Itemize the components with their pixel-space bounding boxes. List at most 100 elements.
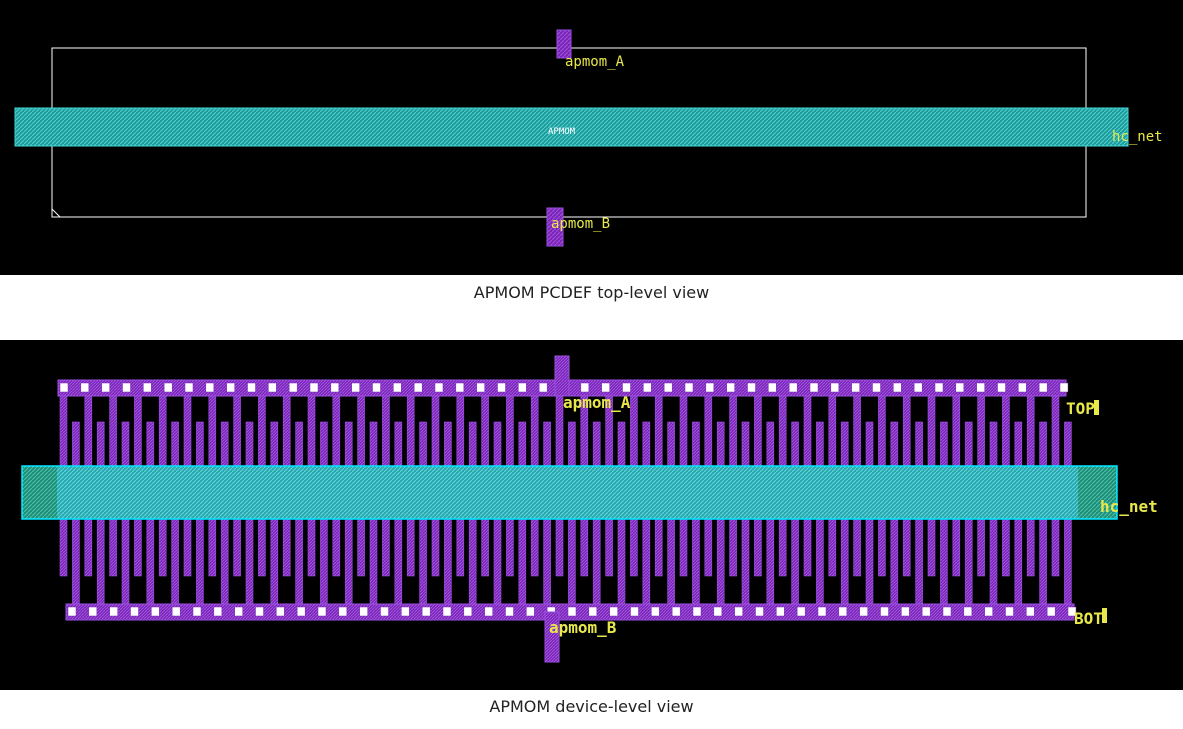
top-via: [601, 382, 610, 393]
top-via: [434, 382, 444, 393]
pin-a-label-device: apmom_A: [563, 393, 631, 412]
bot-terminal-marker: [1102, 608, 1107, 623]
top-via: [580, 382, 590, 393]
device-label: APMOM: [548, 127, 576, 137]
bottom-via: [1067, 606, 1077, 617]
bottom-via: [671, 606, 681, 617]
top-level-view-panel: apmom_A apmom_B APMOM hc_net: [0, 0, 1183, 275]
top-via: [309, 382, 319, 393]
bottom-via: [130, 606, 139, 617]
bottom-via: [109, 606, 118, 617]
top-via: [622, 382, 631, 393]
top-via: [455, 382, 465, 393]
device-level-view-panel: apmom_A apmom_B TOP BOT hc_net: [0, 340, 1183, 690]
top-via: [997, 382, 1006, 393]
bottom-via: [151, 606, 160, 617]
hc-net-band: [21, 465, 1118, 520]
top-via: [288, 382, 298, 393]
net-label-device: hc_net: [1100, 497, 1158, 516]
bottom-via: [1026, 606, 1035, 617]
device-view-caption: APMOM device-level view: [489, 697, 694, 716]
top-via: [747, 382, 756, 393]
top-via: [268, 382, 277, 393]
top-via: [830, 382, 840, 393]
bottom-via: [296, 606, 306, 617]
top-via: [872, 382, 881, 393]
top-via: [851, 382, 860, 393]
top-via: [684, 382, 694, 393]
bottom-via: [380, 606, 389, 617]
top-via: [1059, 382, 1069, 393]
bottom-via: [505, 606, 514, 617]
bottom-via: [713, 606, 723, 617]
bottom-via-row: [67, 606, 1077, 617]
top-via: [518, 382, 527, 393]
top-view-caption: APMOM PCDEF top-level view: [473, 283, 710, 302]
bottom-via: [88, 606, 98, 617]
bottom-via: [359, 606, 368, 617]
bottom-via: [921, 606, 931, 617]
top-via: [643, 382, 652, 393]
top-via: [663, 382, 673, 393]
net-label: hc_net: [1112, 129, 1163, 145]
bottom-via: [1005, 606, 1014, 617]
bottom-via: [984, 606, 993, 617]
top-via: [788, 382, 798, 393]
bottom-via: [734, 606, 743, 617]
bottom-via: [421, 606, 431, 617]
top-via: [934, 382, 944, 393]
top-via-row: [59, 382, 1069, 393]
pin-b-label: apmom_B: [551, 216, 610, 232]
band-end-right: [1078, 467, 1116, 518]
bottom-via: [1046, 606, 1056, 617]
bottom-via: [755, 606, 764, 617]
top-via: [80, 382, 90, 393]
bottom-via: [651, 606, 660, 617]
bottom-via: [526, 606, 535, 617]
top-via: [59, 382, 69, 393]
bottom-via: [692, 606, 702, 617]
bottom-via: [963, 606, 973, 617]
top-via: [101, 382, 110, 393]
bottom-via: [401, 606, 410, 617]
top-via: [413, 382, 423, 393]
top-via: [955, 382, 965, 393]
top-via: [705, 382, 715, 393]
bottom-via: [796, 606, 806, 617]
top-via: [372, 382, 381, 393]
pin-b-shape-device: [544, 611, 560, 663]
bottom-via: [67, 606, 77, 617]
top-via: [893, 382, 902, 393]
bottom-via: [171, 606, 181, 617]
pin-a-shape: [556, 29, 572, 59]
bottom-via: [317, 606, 327, 617]
band-end-left: [23, 467, 57, 518]
bottom-via: [609, 606, 618, 617]
top-via: [226, 382, 235, 393]
bottom-via: [859, 606, 868, 617]
top-via: [393, 382, 402, 393]
top-via: [497, 382, 506, 393]
bot-terminal-label: BOT: [1074, 609, 1103, 628]
bottom-via: [942, 606, 952, 617]
top-level-layout: apmom_A apmom_B APMOM hc_net: [14, 29, 1163, 247]
bottom-via: [255, 606, 264, 617]
bottom-via: [588, 606, 598, 617]
origin-marker: [51, 208, 61, 218]
top-via: [726, 382, 735, 393]
bottom-via: [880, 606, 889, 617]
top-terminal-marker: [1094, 400, 1099, 415]
apmom-band: [14, 107, 1129, 147]
bottom-via: [276, 606, 285, 617]
top-via: [351, 382, 360, 393]
bottom-via: [838, 606, 848, 617]
top-terminal-label: TOP: [1066, 399, 1095, 418]
top-via: [913, 382, 923, 393]
bottom-via: [567, 606, 577, 617]
bottom-via: [463, 606, 473, 617]
top-via: [976, 382, 985, 393]
bottom-via: [213, 606, 223, 617]
bottom-via: [234, 606, 243, 617]
pin-a-label: apmom_A: [565, 54, 625, 70]
top-via: [1018, 382, 1027, 393]
